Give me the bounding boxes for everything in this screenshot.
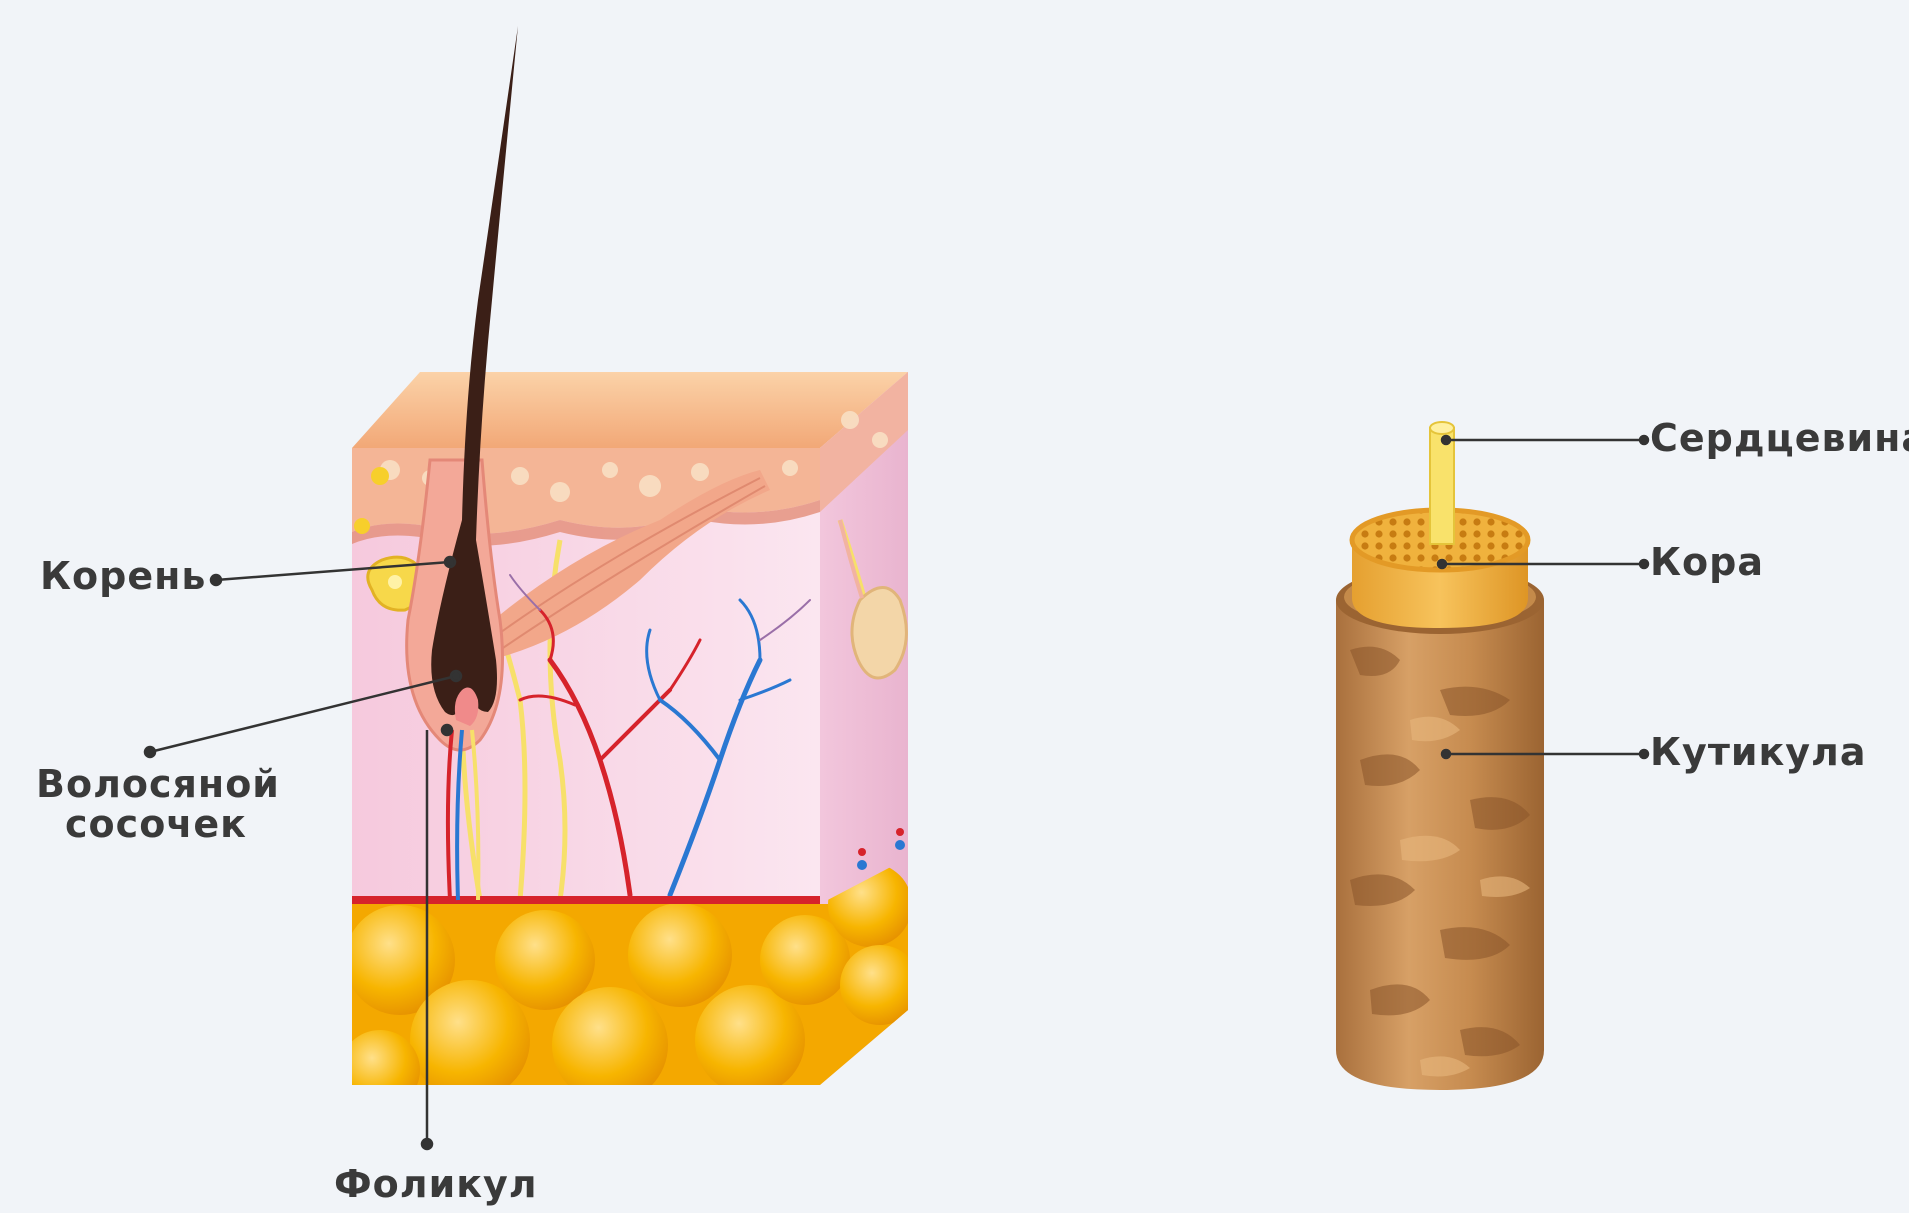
label-cuticle: Кутикула: [1650, 730, 1867, 774]
label-papilla-line1: Волосяной: [36, 764, 276, 804]
label-cortex: Кора: [1650, 540, 1764, 584]
sweat-gland: [852, 588, 906, 679]
hair-shaft-model: [1336, 422, 1544, 1090]
label-root: Корень: [40, 554, 206, 598]
label-medulla: Сердцевина: [1650, 416, 1909, 460]
epidermis-top-face: [352, 372, 908, 448]
label-follicle: Фоликул: [334, 1162, 538, 1206]
label-papilla: Волосяной сосочек: [36, 764, 276, 844]
medulla-rod: [1430, 428, 1454, 544]
label-papilla-line2: сосочек: [36, 804, 276, 844]
